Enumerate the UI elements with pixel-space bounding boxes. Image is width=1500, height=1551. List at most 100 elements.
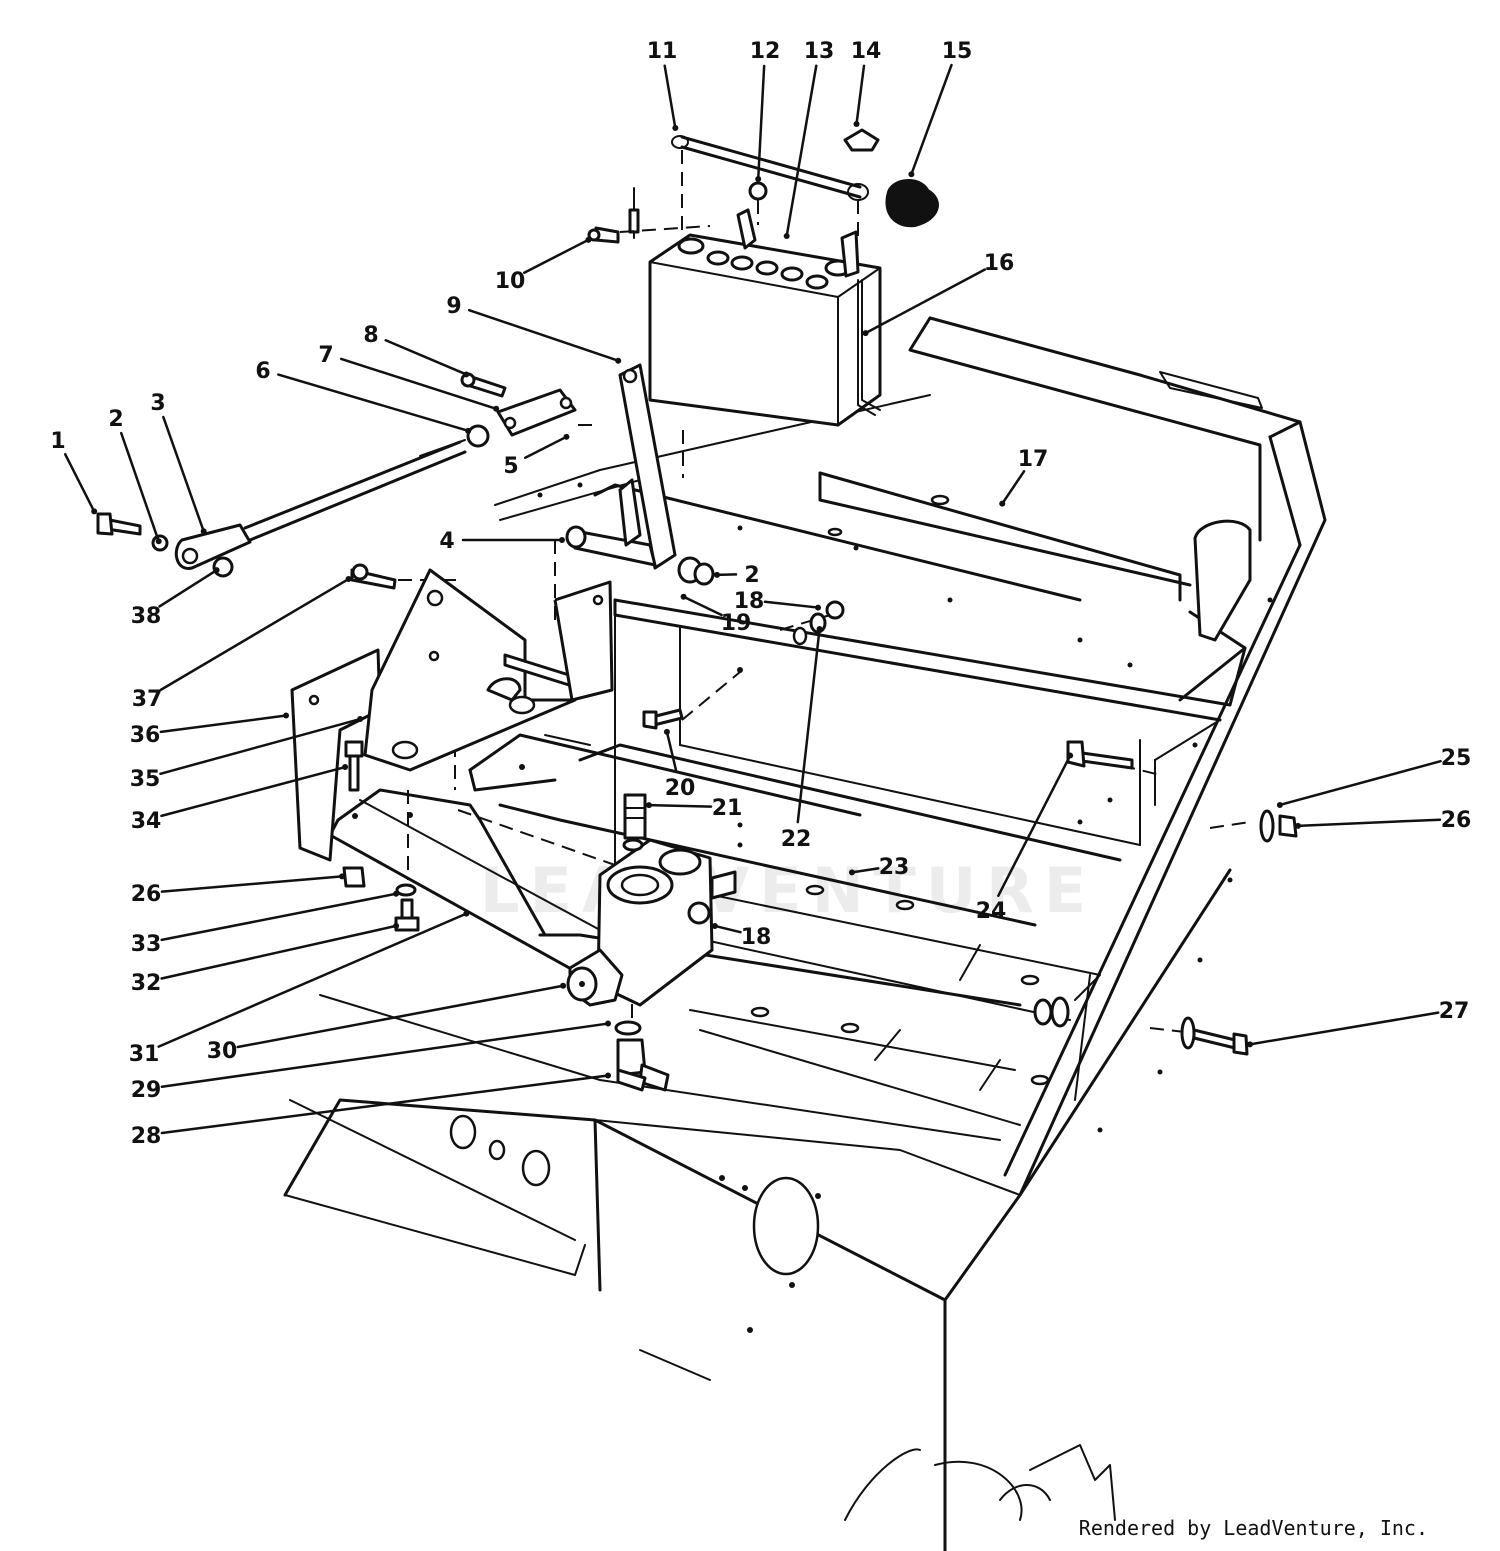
callout-leader-18	[713, 924, 742, 934]
callout-leader-15	[910, 63, 953, 176]
callout-anchor-2	[155, 538, 162, 545]
callout-label-10: 10	[495, 269, 526, 294]
callout-leader-25	[1278, 759, 1442, 807]
callout-leader-38	[158, 568, 218, 608]
callout-label-29: 29	[131, 1078, 162, 1103]
callout-leader-5	[524, 435, 568, 459]
lever-arm	[565, 363, 715, 586]
callout-leader-16	[864, 268, 987, 335]
callout-label-26: 26	[131, 882, 162, 907]
callout-anchor-36	[283, 712, 290, 719]
callout-anchor-38	[213, 567, 220, 574]
callout-anchor-16	[862, 330, 869, 337]
callout-label-3: 3	[150, 391, 165, 416]
callout-label-30: 30	[207, 1039, 238, 1064]
callout-anchor-10	[585, 236, 592, 243]
callout-leader-9	[467, 308, 620, 362]
callout-anchor-30	[560, 982, 567, 989]
callout-anchor-31	[463, 910, 470, 917]
callout-anchor-11	[672, 125, 679, 132]
callout-anchor-14	[853, 121, 860, 128]
callout-label-8: 8	[363, 323, 378, 348]
callout-anchor-9	[615, 357, 622, 364]
callout-label-28: 28	[131, 1124, 162, 1149]
callout-leader-20	[665, 730, 678, 773]
callout-label-9: 9	[446, 294, 461, 319]
callout-anchor-20	[663, 728, 670, 735]
callout-anchor-12	[755, 176, 762, 183]
callout-label-15: 15	[942, 39, 973, 64]
callout-anchor-23	[848, 869, 855, 876]
battery-hold-down	[587, 128, 939, 244]
callout-anchor-2	[713, 571, 720, 578]
callout-leader-36	[159, 714, 288, 734]
callout-anchor-22	[816, 625, 823, 632]
callout-label-11: 11	[647, 39, 678, 64]
callout-leader-26	[160, 875, 344, 893]
callout-leader-35	[159, 717, 362, 776]
callout-anchor-1	[91, 508, 98, 515]
callout-label-19: 19	[721, 611, 752, 636]
callout-label-24: 24	[976, 899, 1007, 924]
callout-label-5: 5	[503, 454, 518, 479]
callout-label-7: 7	[318, 343, 333, 368]
callout-label-16: 16	[984, 251, 1015, 276]
callout-anchor-34	[342, 764, 349, 771]
callout-leader-3	[162, 415, 205, 533]
callout-leader-37	[159, 577, 350, 692]
callout-leader-14	[855, 64, 866, 126]
callout-anchor-4	[559, 537, 565, 543]
callout-anchor-21	[645, 802, 652, 809]
callout-label-32: 32	[131, 971, 162, 996]
callout-leader-18	[763, 600, 820, 609]
callout-leader-34	[160, 765, 347, 818]
callout-leader-13	[785, 64, 818, 238]
callout-leader-31	[157, 912, 468, 1048]
callout-leader-17	[1000, 470, 1026, 505]
callout-anchor-35	[357, 716, 364, 723]
callout-leader-29	[160, 1022, 610, 1089]
callout-leader-1	[63, 453, 96, 513]
callout-anchor-27	[1246, 1041, 1253, 1048]
callout-label-4: 4	[439, 529, 454, 554]
callout-anchor-19	[680, 593, 687, 600]
callout-anchor-17	[999, 500, 1006, 507]
callout-leader-21	[647, 803, 713, 808]
callout-anchor-25	[1276, 801, 1283, 808]
callout-leader-33	[160, 892, 398, 942]
credit-text: Rendered by LeadVenture, Inc.	[1078, 1516, 1428, 1540]
callout-anchor-3	[200, 528, 207, 535]
callout-leader-23	[850, 867, 880, 874]
callout-anchor-15	[908, 171, 915, 178]
callout-leader-27	[1248, 1011, 1440, 1046]
callout-label-34: 34	[131, 809, 162, 834]
callout-label-21: 21	[712, 796, 743, 821]
callout-leader-32	[160, 924, 398, 980]
callout-label-26: 26	[1441, 808, 1472, 833]
callout-leader-11	[663, 64, 677, 130]
callout-label-37: 37	[132, 687, 163, 712]
callout-label-12: 12	[750, 39, 781, 64]
callout-leader-12	[756, 64, 766, 181]
callout-leader-8	[384, 338, 468, 376]
callout-label-13: 13	[804, 39, 835, 64]
callout-anchor-18	[711, 922, 718, 929]
hardware	[342, 482, 1298, 1133]
callout-anchor-26	[1294, 822, 1301, 829]
callout-anchor-13	[783, 233, 790, 240]
chassis-frame	[283, 316, 1327, 1551]
callout-label-33: 33	[131, 932, 162, 957]
callout-anchor-29	[605, 1020, 612, 1027]
callout-anchor-7	[493, 405, 500, 412]
callout-anchor-6	[465, 427, 472, 434]
callout-leader-22	[796, 627, 821, 824]
callout-label-31: 31	[129, 1042, 160, 1067]
callout-anchor-26	[339, 873, 346, 880]
callout-anchor-5	[563, 433, 570, 440]
callout-label-14: 14	[851, 39, 882, 64]
mount-brackets	[290, 563, 614, 862]
callout-label-17: 17	[1018, 447, 1049, 472]
callout-anchor-8	[463, 371, 470, 378]
